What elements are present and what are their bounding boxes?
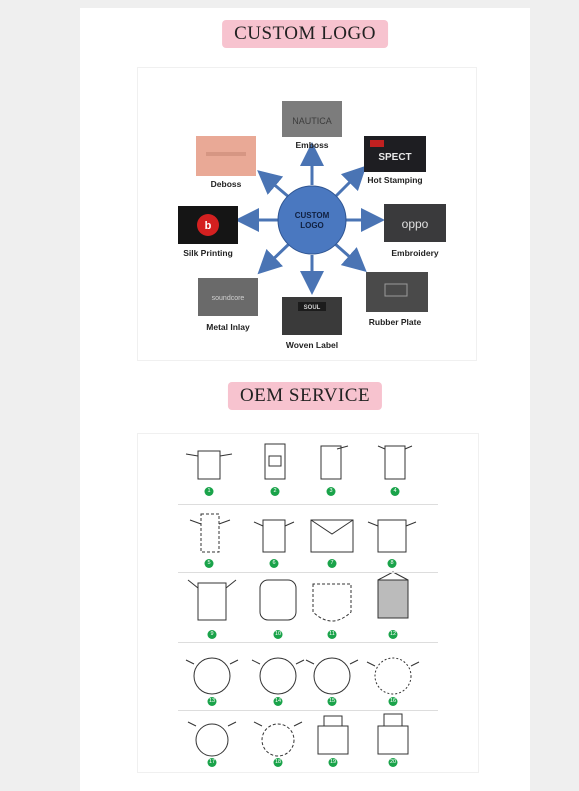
label-rubber-plate: Rubber Plate [368,317,422,327]
style-number: 12 [388,630,398,639]
style-number: 1 [204,487,214,496]
bag-style-14 [251,657,305,695]
custom-logo-title: CUSTOM LOGO [222,20,388,48]
style-number: 14 [273,697,283,706]
bag-style-8 [367,519,417,553]
style-number: 13 [207,697,217,706]
svg-text:b: b [205,220,212,232]
embroidery-thumb [384,204,446,242]
bag-style-17 [187,721,237,757]
custom-logo-panel: CUSTOM LOGO NAUTICA SPECT oppo SOUL soun… [137,67,477,361]
bag-style-4 [377,445,413,480]
style-number: 2 [270,487,280,496]
style-number: 8 [387,559,397,568]
label-metal-inlay: Metal Inlay [206,322,250,332]
woven-label-thumb-text: SOUL [304,305,321,311]
arrow-rubber-plate [333,241,367,272]
oem-service-title: OEM SERVICE [227,382,383,410]
label-hot-stamping: Hot Stamping [367,175,423,185]
bag-style-20 [377,713,409,755]
style-number: 15 [327,697,337,706]
style-number: 6 [269,559,279,568]
bag-style-2 [264,443,286,480]
style-number: 16 [388,697,398,706]
grid-divider [178,504,438,505]
center-line-2: LOGO [300,221,324,230]
logo-method-diagram: CUSTOM LOGO NAUTICA SPECT oppo SOUL soun… [178,101,446,335]
bag-styles-grid [185,443,420,757]
label-emboss: Emboss [295,140,329,150]
product-page: CUSTOM LOGO CUSTOM LOGO [80,8,530,791]
bag-style-13 [185,657,239,695]
bag-style-1 [185,450,233,480]
metal-inlay-thumb-text: soundcore [212,295,245,302]
grid-divider [178,710,438,711]
custom-logo-center [277,185,347,255]
bag-style-12 [377,571,409,619]
bag-style-18 [253,721,303,757]
metal-inlay-thumb [198,278,258,316]
emboss-thumb [282,101,342,137]
bag-style-3 [320,445,349,480]
style-number: 5 [204,559,214,568]
label-embroidery: Embroidery [391,248,439,258]
bag-style-9 [187,579,237,621]
arrow-hot-stamping [332,165,367,200]
bag-style-6 [253,519,295,553]
emboss-thumb-text: NAUTICA [292,116,332,126]
arrow-deboss [257,170,291,200]
grid-divider [178,642,438,643]
arrow-metal-inlay [257,241,292,275]
style-number: 17 [207,758,217,767]
style-number: 18 [273,758,283,767]
label-deboss: Deboss [210,179,242,189]
center-line-1: CUSTOM [295,211,330,220]
bag-style-15 [305,657,359,695]
style-number: 3 [326,487,336,496]
grid-divider [178,572,438,573]
style-number: 7 [327,559,337,568]
bag-style-16 [366,657,420,695]
style-number: 4 [390,487,400,496]
bag-style-10 [259,579,297,621]
hot-stamping-thumb-text: SPECT [378,152,411,163]
style-number: 9 [207,630,217,639]
bag-style-19 [317,715,349,755]
style-number: 10 [273,630,283,639]
bag-style-5 [189,513,231,553]
style-number: 11 [327,630,337,639]
bag-style-11 [312,583,352,622]
style-number: 19 [328,758,338,767]
label-silk-printing: Silk Printing [183,248,233,258]
rubber-plate-thumb [366,272,428,312]
label-woven-label: Woven Label [285,340,339,350]
embroidery-thumb-text: oppo [402,217,429,231]
bag-style-7 [310,519,354,553]
style-number: 20 [388,758,398,767]
oem-panel: 1 2 3 4 5 6 7 8 9 10 11 12 13 14 15 16 1… [137,433,479,773]
